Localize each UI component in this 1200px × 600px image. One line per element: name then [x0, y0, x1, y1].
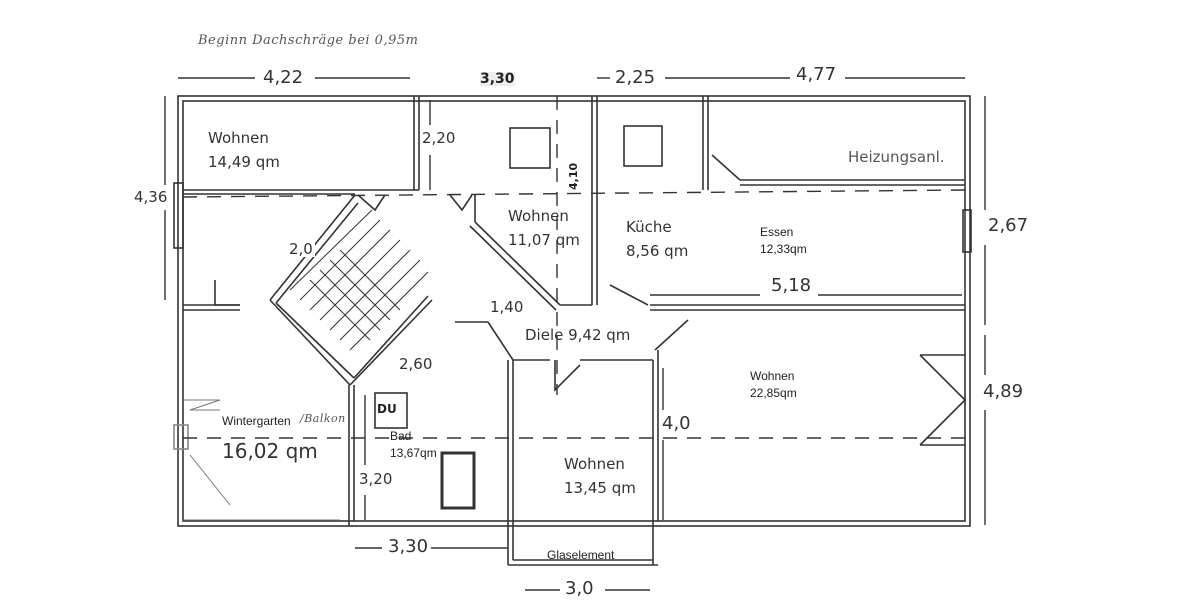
dim-2-0: 2,0: [287, 240, 315, 258]
dim-1-40: 1,40: [488, 298, 526, 316]
room-kueche-area: 8,56 qm: [626, 242, 689, 260]
dim-4-10-handwritten: 4,10: [567, 162, 580, 190]
room-essen-name: Essen: [760, 225, 794, 239]
dim-3-20: 3,20: [357, 470, 395, 488]
dim-bottom-3-30: 3,30: [385, 538, 432, 556]
room-wohnen-2-name: Wohnen: [508, 207, 569, 225]
room-wohnen-3-area: 22,85qm: [750, 386, 797, 400]
room-diele-name: Diele 9,42 qm: [525, 326, 631, 344]
dim-5-18: 5,18: [768, 277, 815, 295]
dim-4-0: 4,0: [662, 413, 691, 434]
room-essen-area: 12,33qm: [760, 242, 807, 256]
room-bad-name: Bad: [390, 429, 412, 443]
dim-top-3-30: 3,30: [480, 71, 515, 87]
dim-top-4-22: 4,22: [260, 69, 307, 87]
room-wohnen-1-name: Wohnen: [208, 129, 269, 147]
room-wintergarten-suffix: /Balkon: [300, 412, 346, 425]
shower-label: DU: [377, 402, 397, 416]
dim-left-4-36: 4,36: [132, 188, 170, 206]
dim-top-2-25: 2,25: [612, 69, 659, 87]
dim-2-60: 2,60: [397, 355, 435, 373]
room-wohnen-4-name: Wohnen: [564, 455, 625, 473]
outer-wall: [177, 95, 971, 527]
room-kueche-name: Küche: [626, 218, 672, 236]
room-wohnen-3-name: Wohnen: [750, 369, 795, 383]
room-wintergarten-name: Wintergarten: [222, 414, 291, 428]
dim-2-20: 2,20: [420, 129, 458, 147]
room-wohnen-1-area: 14,49 qm: [208, 153, 280, 171]
dim-top-4-77: 4,77: [793, 66, 840, 84]
room-wohnen-4-area: 13,45 qm: [564, 479, 636, 497]
room-wintergarten-area: 16,02 qm: [222, 439, 318, 463]
dim-right-4-89: 4,89: [980, 383, 1027, 401]
room-wohnen-2-area: 11,07 qm: [508, 231, 580, 249]
room-bad-area: 13,67qm: [390, 446, 437, 460]
dim-bottom-3-0: 3,0: [562, 580, 597, 598]
roof-slope-note: Beginn Dachschräge bei 0,95m: [198, 33, 419, 48]
room-heizung-name: Heizungsanl.: [848, 148, 945, 166]
glaselement-label: Glaselement: [547, 548, 615, 562]
dim-right-2-67: 2,67: [985, 217, 1032, 235]
